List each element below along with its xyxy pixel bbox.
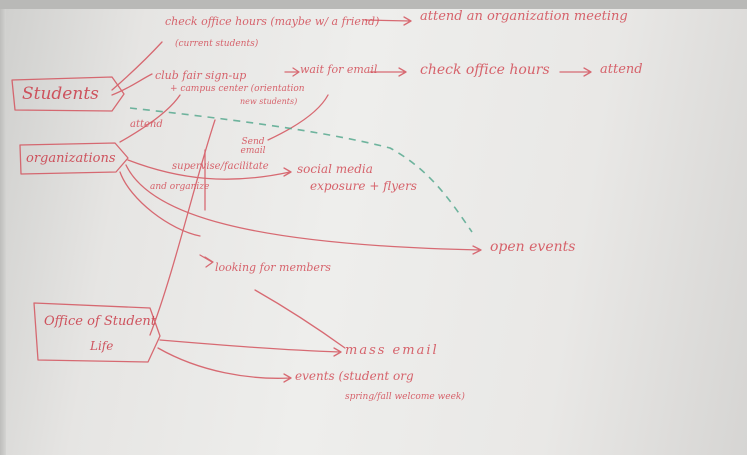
arrow-send-email xyxy=(267,94,329,141)
arrow-to-check-office xyxy=(369,67,407,77)
arrow-looking-to-mass xyxy=(254,289,346,349)
arrow-to-open-events xyxy=(125,164,482,255)
node-office-suffix: Life xyxy=(90,339,114,353)
label-social-media: social media xyxy=(297,162,373,176)
arrow-to-social-media xyxy=(127,159,292,180)
node-office-of-student-life: Office of Student xyxy=(44,314,157,329)
arrow-to-looking xyxy=(199,254,214,268)
arrow-to-events xyxy=(157,347,292,383)
label-attend-org-meeting: attend an organization meeting xyxy=(420,9,628,24)
label-supervise-facilitate: supervise/facilitate xyxy=(172,161,269,172)
organizations-box xyxy=(19,142,129,175)
whiteboard-edge xyxy=(0,9,6,455)
label-club-fair: club fair sign-up xyxy=(155,69,247,82)
label-open-events: open events xyxy=(490,239,576,255)
label-events-student: events (student org xyxy=(295,369,414,383)
arrow-to-wait-email xyxy=(284,67,300,77)
label-new-students: new students) xyxy=(240,97,298,106)
green-dashed-connector xyxy=(129,107,473,233)
label-current-students: (current students) xyxy=(175,39,259,49)
label-spring-weeks: spring/fall welcome week) xyxy=(345,392,465,402)
node-students: Students xyxy=(22,84,99,104)
arrow-students-to-club xyxy=(111,73,153,96)
label-and-organize: and organize xyxy=(150,182,210,192)
office-box xyxy=(33,302,161,363)
students-box xyxy=(11,76,125,112)
arrow-org-down xyxy=(119,171,201,237)
arrow-attend xyxy=(119,94,181,143)
label-attend-right: attend xyxy=(600,62,643,77)
label-exposure-flyers: exposure + flyers xyxy=(310,179,417,193)
arrow-office-up xyxy=(149,119,216,336)
label-check-office-hours-top: check office hours (maybe w/ a friend) xyxy=(165,15,380,28)
label-send-email: Send email xyxy=(240,137,266,156)
label-campus-center: + campus center (orientation xyxy=(170,84,305,94)
label-attend-left: attend xyxy=(130,119,163,130)
label-looking-for-members: looking for members xyxy=(215,261,331,274)
arrow-to-attend-right xyxy=(559,67,592,77)
arrow-students-to-office-hours xyxy=(111,41,163,91)
arrow-to-attend-meeting xyxy=(364,16,412,26)
node-organizations: organizations xyxy=(26,151,116,166)
arrow-to-mass-email xyxy=(159,339,342,357)
label-check-office-hours-mid: check office hours xyxy=(420,62,550,78)
label-wait-for-email: wait for email xyxy=(300,63,378,76)
label-mass-email: mass email xyxy=(345,343,439,358)
whiteboard-frame xyxy=(0,0,747,9)
